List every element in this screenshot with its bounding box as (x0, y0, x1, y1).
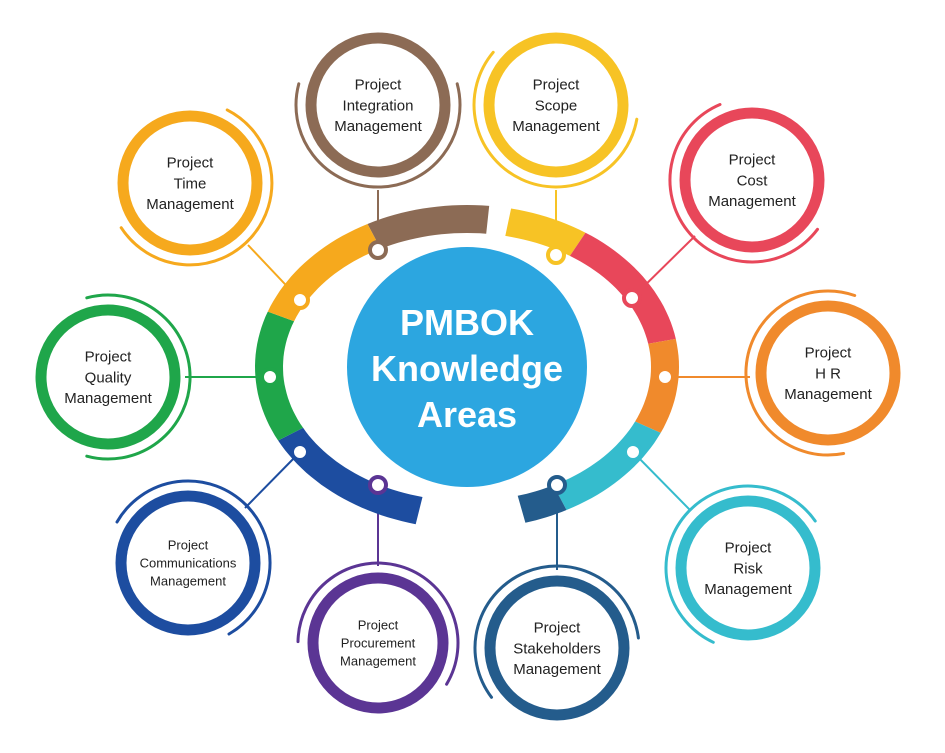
node-circle-stakeholders (484, 575, 630, 721)
node-outer-arc-quality (85, 293, 192, 461)
node-label-scope-line-1: Project (533, 77, 581, 94)
node-label-cost-line-1: Project (729, 152, 777, 169)
node-label-time-line-1: Project (167, 155, 215, 172)
node-outer-arc-communications (115, 479, 272, 636)
ring-segment-cost (569, 232, 676, 344)
node-label-risk-line-1: Project (725, 540, 773, 557)
node-label-time-line-3: Management (146, 196, 234, 213)
center-label-line-3: Areas (417, 394, 517, 435)
node-circle-cost (679, 107, 825, 253)
node-label-time-line-2: Time (174, 175, 207, 192)
node-circle-quality (35, 304, 181, 450)
node-label-procurement-line-2: Procurement (341, 636, 416, 651)
node-label-scope-line-2: Scope (535, 97, 578, 114)
node-label-hr-line-2: H R (815, 365, 841, 382)
node-outer-arc-scope (472, 50, 639, 189)
connector-dot-communications (290, 442, 310, 462)
node-label-procurement-line-1: Project (358, 618, 399, 633)
connector-dot-time (290, 290, 310, 310)
connector-dot-quality (260, 367, 280, 387)
node-circle-procurement (307, 572, 449, 714)
center-label-line-2: Knowledge (371, 348, 563, 389)
ring-segment-risk (553, 421, 661, 510)
node-label-risk-line-3: Management (704, 581, 792, 598)
ring-segment-communications (278, 427, 423, 525)
ring-segment-integration (367, 205, 490, 249)
node-label-stakeholders-line-3: Management (513, 661, 601, 678)
center-circle: PMBOK Knowledge Areas (347, 247, 587, 487)
node-label-cost-line-3: Management (708, 193, 796, 210)
node-label-integration-line-2: Integration (343, 97, 414, 114)
ring-segment-scope (505, 208, 586, 256)
node-circle-integration (305, 32, 451, 178)
connector-dot-hr (655, 367, 675, 387)
node-outer-arc-time (119, 108, 274, 267)
ring-layer (255, 205, 679, 525)
node-label-communications-line-1: Project (168, 538, 209, 553)
center-label-line-1: PMBOK (400, 302, 534, 343)
node-label-cost-line-2: Cost (737, 172, 769, 189)
node-hr: Project H R Management (744, 289, 901, 457)
ring-segment-stakeholders (517, 485, 567, 523)
node-outer-arc-risk (664, 484, 817, 644)
node-circle-scope (483, 32, 629, 178)
node-label-stakeholders-line-1: Project (534, 620, 582, 637)
connector-dot-procurement (368, 475, 388, 495)
node-label-hr-line-3: Management (784, 386, 872, 403)
node-label-integration-line-3: Management (334, 118, 422, 135)
node-label-quality-line-1: Project (85, 349, 133, 366)
node-label-quality-line-3: Management (64, 390, 152, 407)
node-circle-hr (755, 300, 901, 446)
connector-dot-scope (546, 245, 566, 265)
node-label-communications-line-3: Management (150, 574, 226, 589)
node-label-integration-line-1: Project (355, 77, 403, 94)
ring-segment-hr (635, 338, 679, 433)
node-label-procurement-line-3: Management (340, 654, 416, 669)
connector-communications (244, 451, 301, 509)
connector-risk (632, 451, 691, 511)
node-outer-arc-integration (294, 82, 462, 189)
node-label-quality-line-2: Quality (85, 369, 132, 386)
center-circle-shape (347, 247, 587, 487)
connector-dot-stakeholders (547, 475, 567, 495)
node-layer: ProjectIntegrationManagementProjectScope… (35, 32, 901, 721)
node-outer-arc-hr (744, 289, 857, 457)
node-circle-risk (675, 495, 821, 641)
node-label-scope-line-3: Management (512, 118, 600, 135)
node-outer-arc-procurement (296, 561, 460, 686)
node-label-risk-line-2: Risk (733, 560, 763, 577)
node-outer-arc-cost (668, 103, 819, 264)
connector-dot-cost (622, 288, 642, 308)
node-circle-time (117, 110, 263, 256)
node-outer-arc-stakeholders (473, 564, 640, 699)
node-label-stakeholders-line-2: Stakeholders (513, 640, 601, 657)
node-circle-communications (115, 490, 261, 636)
node-label-hr-line-1: Project (805, 345, 853, 362)
connector-dot-risk (623, 442, 643, 462)
node-label-communications-line-2: Communications (140, 556, 237, 571)
connector-dot-integration (368, 240, 388, 260)
